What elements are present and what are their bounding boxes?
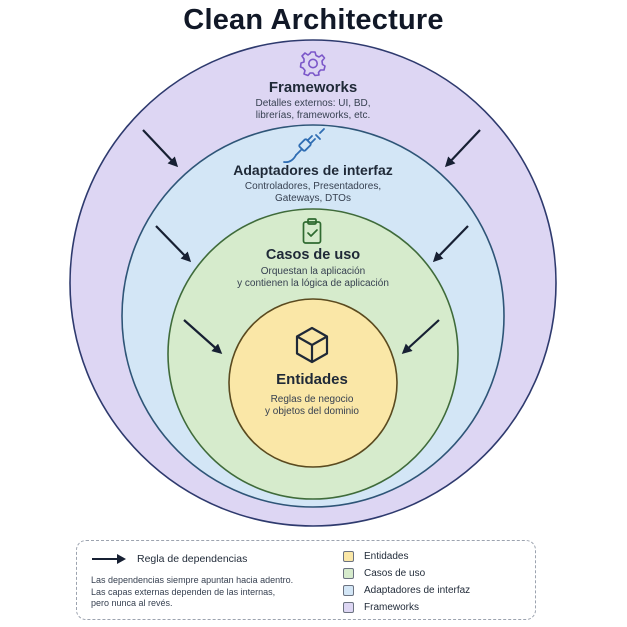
dependency-rule-line2: Las capas externas dependen de las inter… xyxy=(91,586,276,597)
legend-label: Adaptadores de interfaz xyxy=(364,585,471,596)
legend-swatch xyxy=(343,602,354,613)
arrow-left-inner xyxy=(183,319,223,354)
entities-title: Entidades xyxy=(276,371,348,388)
adapters-desc-line2: Gateways, DTOs xyxy=(275,193,351,204)
arrow-right-inner xyxy=(401,319,440,355)
dependency-arrows xyxy=(142,129,481,355)
arrow-right-middle xyxy=(432,225,469,263)
cube-icon xyxy=(295,326,329,364)
legend-items: Entidades Casos de uso Adaptadores de in… xyxy=(343,548,523,616)
arrow-left-middle xyxy=(155,225,192,263)
dependency-rule-text: Las dependencias siempre apuntan hacia a… xyxy=(91,575,331,610)
arrow-right-icon xyxy=(92,554,126,564)
legend-swatch xyxy=(343,585,354,596)
entities-core xyxy=(228,298,398,468)
dependency-rule: Regla de dependencias Las dependencias s… xyxy=(91,553,331,610)
arrow-right-outer xyxy=(444,129,481,168)
adapters-desc-line1: Controladores, Presentadores, xyxy=(245,181,381,192)
adapters-title: Adaptadores de interfaz xyxy=(233,162,392,178)
usecases-desc-line2: y contienen la lógica de aplicación xyxy=(237,278,389,289)
legend-swatch xyxy=(343,568,354,579)
legend: Regla de dependencias Las dependencias s… xyxy=(76,540,536,620)
legend-label: Casos de uso xyxy=(364,568,426,579)
legend-item-frameworks: Frameworks xyxy=(343,599,523,616)
legend-label: Entidades xyxy=(364,551,409,562)
gear-icon xyxy=(299,51,326,77)
legend-swatch xyxy=(343,551,354,562)
entities-desc-line2: y objetos del dominio xyxy=(265,406,359,417)
dependency-rule-title: Regla de dependencias xyxy=(137,553,248,565)
arrow-left-outer xyxy=(142,129,179,168)
page-title: Clean Architecture xyxy=(183,4,444,36)
dependency-rule-line1: Las dependencias siempre apuntan hacia a… xyxy=(91,575,294,585)
legend-label: Frameworks xyxy=(364,602,420,613)
dependency-rule-line3: pero nunca al revés. xyxy=(91,598,173,608)
dependency-rule-header: Regla de dependencias xyxy=(91,553,331,565)
frameworks-desc-line1: Detalles externos: UI, BD, xyxy=(255,98,370,109)
legend-item-usecases: Casos de uso xyxy=(343,565,523,582)
frameworks-title: Frameworks xyxy=(269,79,357,96)
usecases-desc-line1: Orquestan la aplicación xyxy=(261,266,366,277)
entities-desc-line1: Reglas de negocio xyxy=(271,394,354,405)
frameworks-desc-line2: librerías, frameworks, etc. xyxy=(256,110,370,121)
legend-item-entities: Entidades xyxy=(343,548,523,565)
legend-item-adapters: Adaptadores de interfaz xyxy=(343,582,523,599)
plug-icon xyxy=(283,128,325,164)
clipboard-check-icon xyxy=(302,218,322,244)
usecases-title: Casos de uso xyxy=(266,247,360,263)
